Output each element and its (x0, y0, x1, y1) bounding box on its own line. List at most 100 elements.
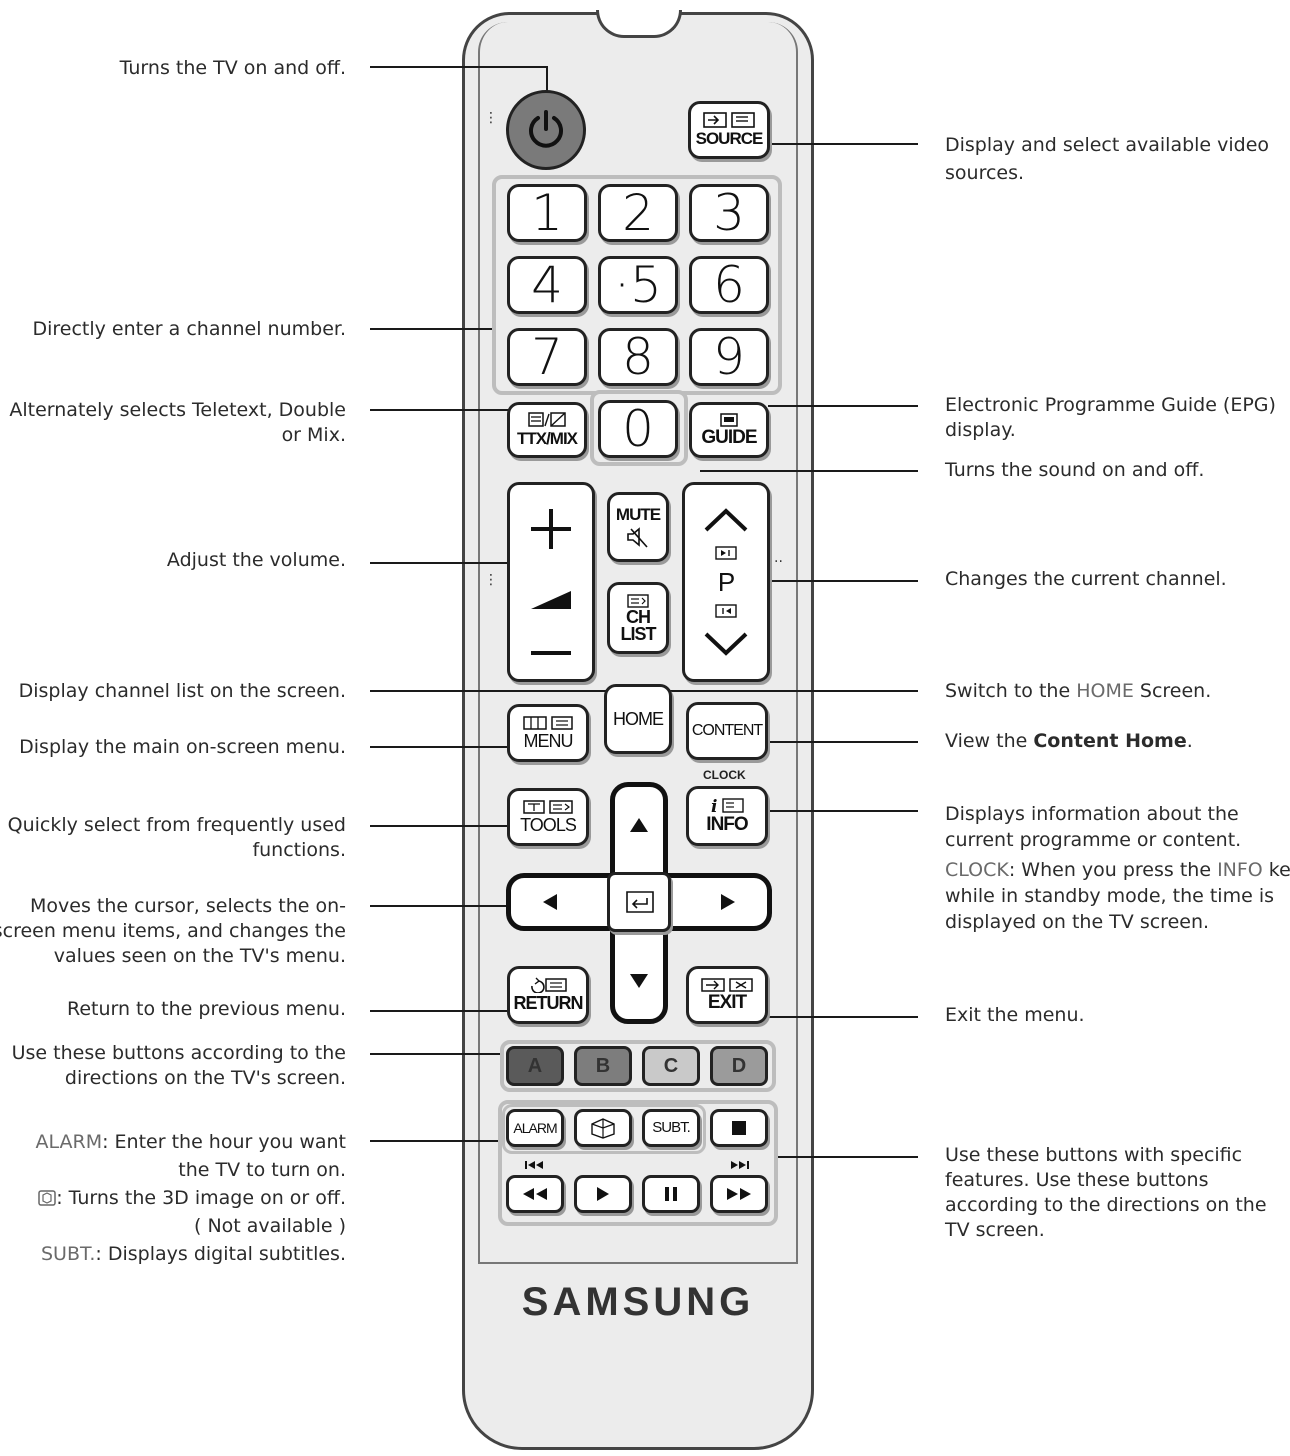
channel-dots: ·· (774, 554, 783, 570)
label-alarm-3d-subt: ALARM: Enter the hour you want the TV to… (35, 1131, 346, 1265)
3d-button-icon (591, 1118, 615, 1139)
guide-button[interactable]: GUIDE (689, 402, 769, 458)
leader-guide (768, 405, 918, 407)
mute-button[interactable]: MUTE (607, 492, 669, 562)
brand-logo: SAMSUNG (521, 1280, 755, 1324)
color-a-button[interactable]: A (506, 1046, 564, 1086)
stop-button[interactable] (710, 1109, 768, 1147)
color-b-button[interactable]: B (574, 1046, 632, 1086)
leader-ttx (370, 409, 508, 411)
label-info: Displays information about the current p… (945, 803, 1290, 933)
return-icon (531, 977, 567, 993)
svg-text:i: i (711, 797, 717, 815)
label-channel: Changes the current channel. (945, 568, 1227, 590)
leader-menu (370, 746, 508, 748)
label-colors: Use these buttons according to the direc… (11, 1042, 346, 1089)
skip-forward-icon (731, 1161, 749, 1169)
content-button[interactable]: CONTENT (686, 702, 768, 760)
dpad-enter-button[interactable] (607, 872, 671, 932)
color-c-button[interactable]: C (642, 1046, 700, 1086)
volume-rocker[interactable] (507, 482, 595, 682)
digit-2-button[interactable]: 2 (598, 184, 678, 242)
power-button[interactable] (506, 90, 586, 170)
digit-9-button[interactable]: 9 (689, 328, 769, 386)
leader-source (768, 143, 918, 145)
leader-return (370, 1010, 508, 1012)
subtitle-button[interactable]: SUBT. (642, 1109, 700, 1147)
label-mute: Turns the sound on and off. (945, 459, 1205, 481)
digit-5-button[interactable]: ·5 (598, 256, 678, 314)
label-ttx: Alternately selects Teletext, Double or … (9, 399, 346, 446)
ch-list-button[interactable]: CH LIST (607, 582, 669, 654)
leader-home (670, 690, 918, 692)
next-channel-icon (715, 545, 737, 560)
label-return: Return to the previous menu. (66, 998, 346, 1020)
remote-divider (478, 1262, 798, 1264)
menu-button[interactable]: MENU (507, 704, 589, 762)
digit-8-button[interactable]: 8 (598, 328, 678, 386)
ch-list-icon (627, 594, 649, 608)
volume-down-icon (531, 651, 571, 655)
skip-back-icon (525, 1161, 543, 1169)
prev-channel-icon (715, 604, 737, 619)
leader-chlist (370, 690, 608, 692)
digit-6-button[interactable]: 6 (689, 256, 769, 314)
digit-1-button[interactable]: 1 (507, 184, 587, 242)
menu-icon (523, 716, 573, 730)
dpad-down-button[interactable] (616, 952, 662, 1010)
channel-down-icon (704, 632, 748, 656)
rewind-button[interactable] (506, 1175, 564, 1213)
label-tools: Quickly select from frequently used func… (7, 814, 346, 861)
digit-0-button[interactable]: 0 (598, 400, 678, 458)
dpad-right-button[interactable] (698, 880, 758, 924)
return-button[interactable]: RETURN (507, 966, 589, 1024)
rewind-icon (523, 1188, 547, 1200)
channel-rocker[interactable]: P (682, 482, 770, 682)
leader-tools (370, 825, 508, 827)
leader-channel (768, 580, 918, 582)
volume-dots: ⋮ (484, 572, 498, 588)
dpad-left-button[interactable] (520, 880, 580, 924)
3d-icon (38, 1190, 56, 1206)
volume-up-icon (531, 509, 571, 549)
leader-colors (370, 1053, 502, 1055)
mute-icon (627, 527, 648, 548)
fast-forward-icon (727, 1188, 751, 1200)
digit-4-button[interactable]: 4 (507, 256, 587, 314)
label-guide: Electronic Programme Guide (EPG) display… (945, 394, 1276, 441)
alarm-button[interactable]: ALARM (506, 1109, 564, 1147)
play-button[interactable] (574, 1175, 632, 1213)
teletext-icon (528, 412, 566, 427)
stop-icon (732, 1121, 746, 1135)
pause-icon (665, 1187, 677, 1201)
remote-inner-rail (478, 22, 798, 1262)
label-dpad: Moves the cursor, selects the on- screen… (0, 895, 346, 967)
label-home: Switch to the HOME Screen. (945, 680, 1212, 702)
tools-icon (523, 800, 573, 814)
info-button[interactable]: i INFO (686, 786, 768, 846)
digit-7-button[interactable]: 7 (507, 328, 587, 386)
label-menu: Display the main on-screen menu. (19, 736, 346, 758)
leader-exit (768, 1016, 918, 1018)
tools-button[interactable]: TOOLS (507, 788, 589, 846)
ttx-mix-button[interactable]: TTX/MIX (507, 402, 587, 458)
leader-content (768, 741, 918, 743)
arrow-right-icon (721, 894, 735, 910)
source-button[interactable]: SOURCE (688, 101, 770, 159)
enter-icon (626, 891, 654, 913)
leader-alarm (370, 1140, 502, 1142)
label-features: Use these buttons with specific features… (945, 1144, 1267, 1241)
channel-up-icon (704, 508, 748, 532)
color-d-button[interactable]: D (710, 1046, 768, 1086)
fast-forward-button[interactable] (710, 1175, 768, 1213)
leader-dpad (370, 905, 508, 907)
3d-button[interactable] (574, 1109, 632, 1147)
volume-level-icon (531, 591, 571, 609)
home-button[interactable]: HOME (604, 684, 672, 754)
pause-button[interactable] (642, 1175, 700, 1213)
exit-button[interactable]: EXIT (686, 966, 768, 1024)
leader-mute (700, 470, 918, 472)
digit-3-button[interactable]: 3 (689, 184, 769, 242)
label-source: Display and select available video sourc… (945, 134, 1270, 184)
dpad-up-button[interactable] (616, 796, 662, 854)
